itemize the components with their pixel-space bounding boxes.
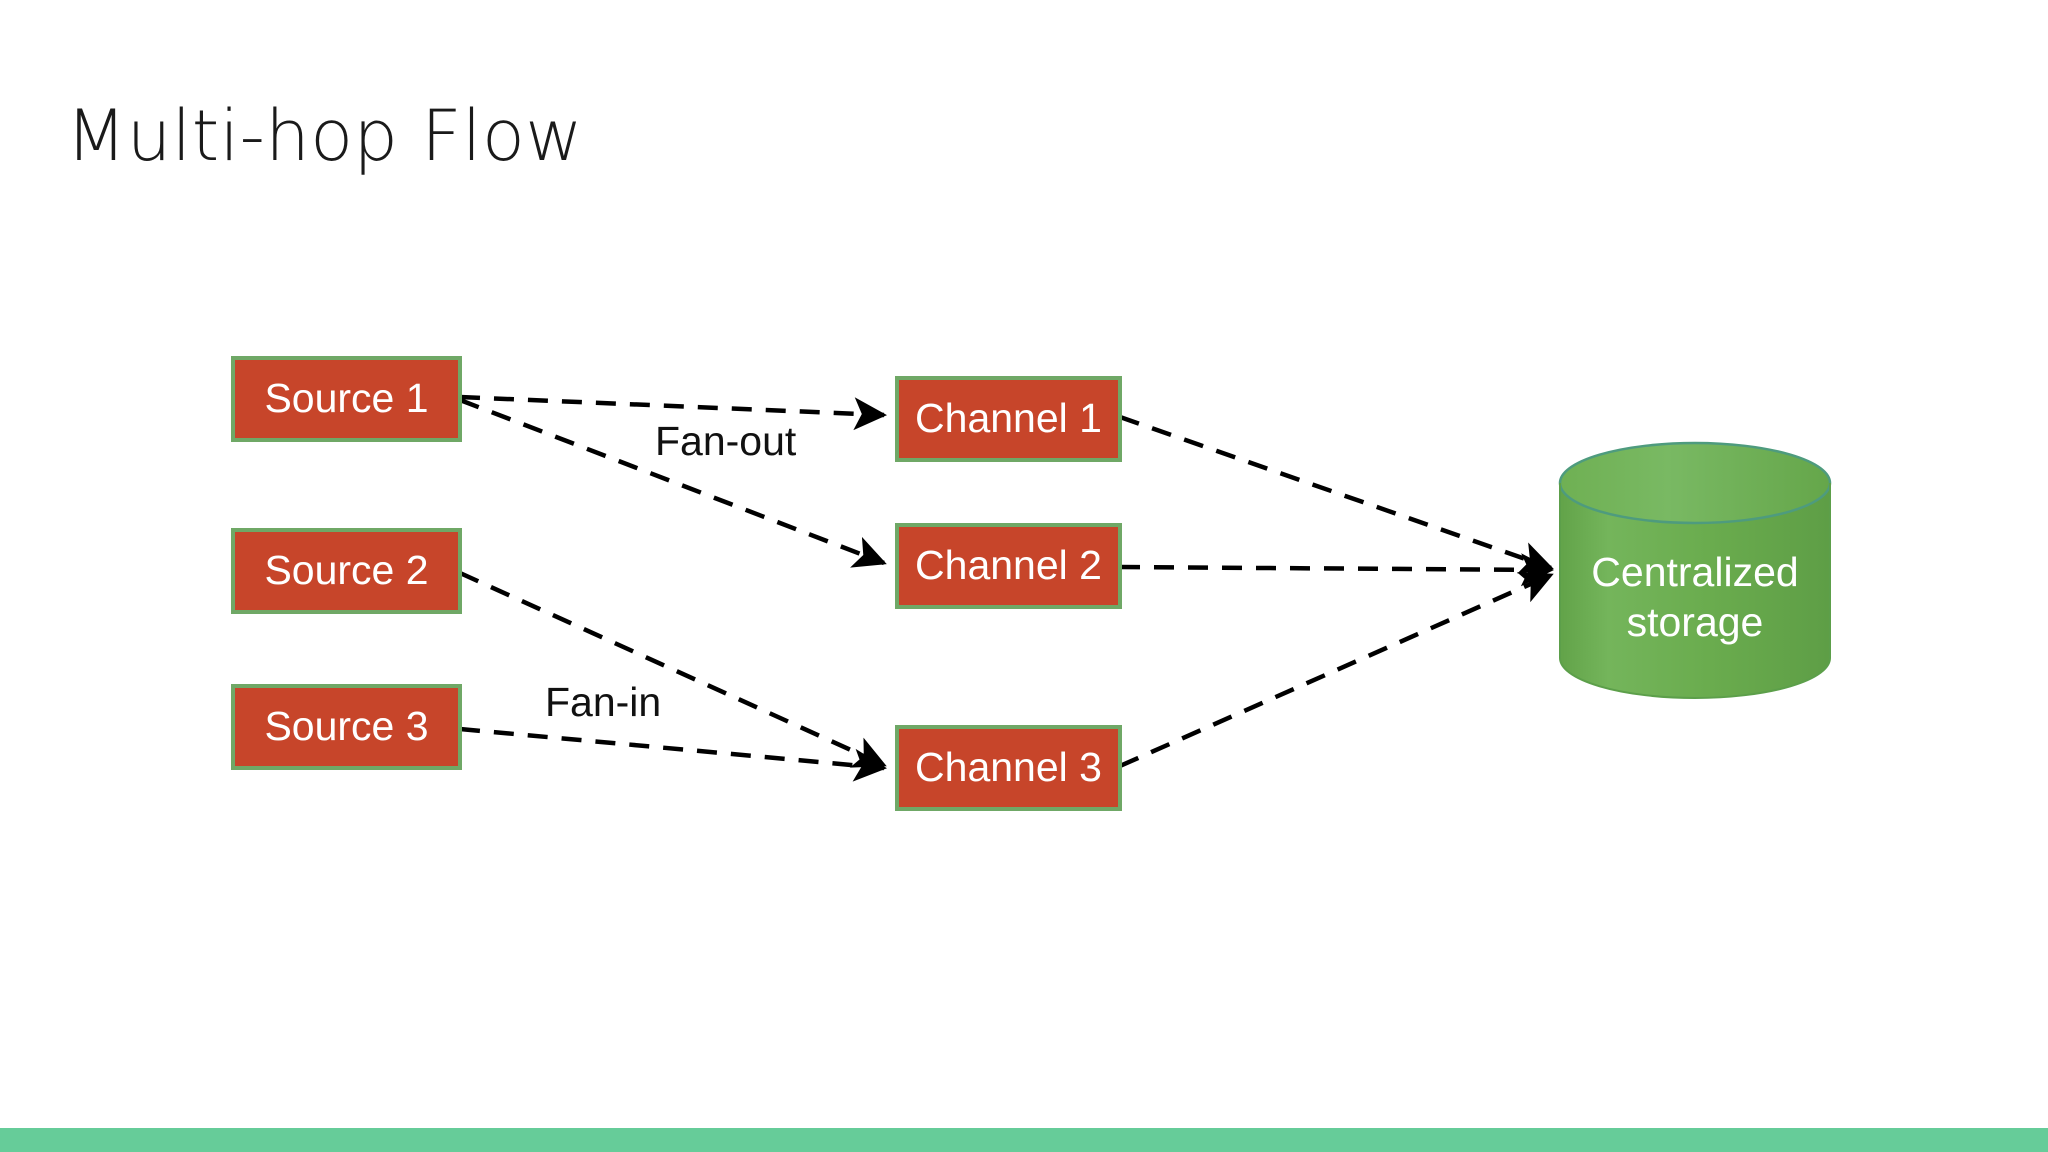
node-channel-2-label: Channel 2 [915, 542, 1102, 588]
node-centralized-storage-label-line1: Centralized [1591, 549, 1798, 595]
edge-source1-channel2 [459, 397, 887, 568]
edge-channel1-storage [1119, 414, 1554, 574]
node-source-3[interactable]: Source 3 [231, 684, 462, 770]
node-channel-3-label: Channel 3 [915, 744, 1102, 790]
edge-source2-channel3 [459, 570, 887, 768]
fan-out-label: Fan-out [655, 418, 797, 464]
edge-source3-channel3 [459, 726, 887, 782]
page-title: Multi-hop Flow [66, 95, 584, 177]
node-channel-1[interactable]: Channel 1 [895, 376, 1122, 462]
node-centralized-storage-label-line2: storage [1627, 599, 1764, 645]
edge-channel3-storage [1119, 572, 1554, 769]
fan-in-label: Fan-in [545, 679, 661, 725]
node-source-1-label: Source 1 [264, 375, 428, 421]
node-centralized-storage[interactable]: Centralized storage [1558, 441, 1832, 699]
edge-channel2-storage [1119, 553, 1554, 587]
node-source-1[interactable]: Source 1 [231, 356, 462, 442]
node-channel-1-label: Channel 1 [915, 395, 1102, 441]
edge-source1-channel1 [459, 394, 887, 431]
node-source-2-label: Source 2 [264, 547, 428, 593]
node-channel-3[interactable]: Channel 3 [895, 725, 1122, 811]
node-source-2[interactable]: Source 2 [231, 528, 462, 614]
node-source-3-label: Source 3 [264, 703, 428, 749]
footer-accent-bar [0, 1128, 2048, 1152]
node-channel-2[interactable]: Channel 2 [895, 523, 1122, 609]
